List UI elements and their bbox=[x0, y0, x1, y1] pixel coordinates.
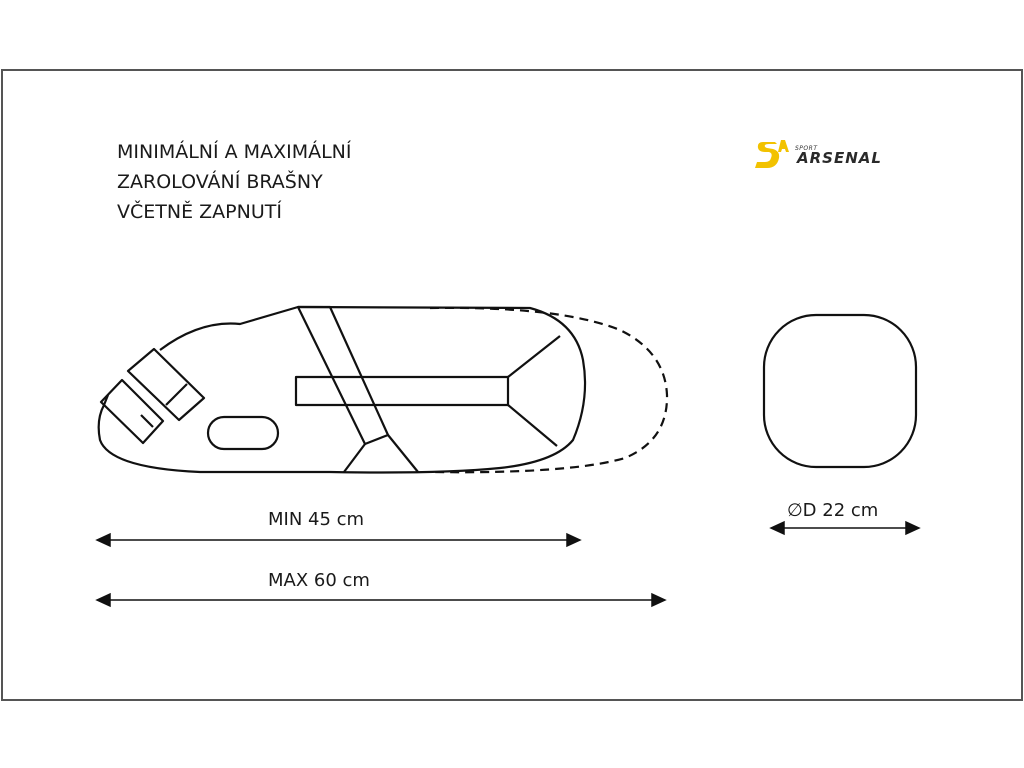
handle-oval bbox=[206, 415, 280, 451]
buckle-1 bbox=[126, 347, 206, 422]
max-length-label: MAX 60 cm bbox=[268, 570, 370, 591]
title-line-2: ZAROLOVÁNÍ BRAŠNY bbox=[117, 171, 323, 193]
cross-section bbox=[762, 313, 918, 469]
inner-bar bbox=[294, 375, 510, 407]
logo-name-text: ARSENAL bbox=[797, 149, 882, 167]
logo-sport-text: SPORT bbox=[795, 145, 818, 152]
bag-outline bbox=[97, 305, 587, 474]
title-line-1: MINIMÁLNÍ A MAXIMÁLNÍ bbox=[117, 141, 352, 163]
logo-mark-icon bbox=[755, 140, 789, 168]
max-roll-outline bbox=[429, 306, 669, 474]
diagram-frame bbox=[1, 69, 1023, 701]
buckle-2 bbox=[99, 378, 165, 445]
diameter-label: ∅D 22 cm bbox=[787, 500, 879, 521]
min-length-label: MIN 45 cm bbox=[268, 509, 365, 530]
diagram-title: MINIMÁLNÍ A MAXIMÁLNÍ ZAROLOVÁNÍ BRAŠNY … bbox=[117, 137, 352, 227]
title-line-3: VČETNĚ ZAPNUTÍ bbox=[117, 201, 282, 223]
strap bbox=[296, 305, 390, 446]
sport-arsenal-logo: SPORT ARSENAL bbox=[755, 138, 895, 172]
